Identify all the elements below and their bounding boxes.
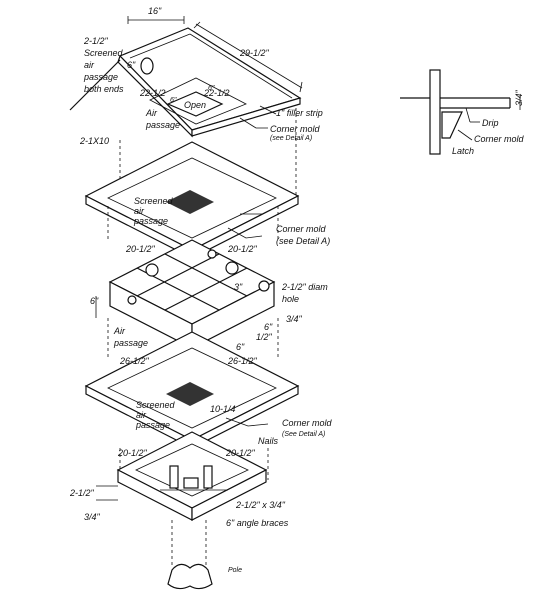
label-top-width: 16" [148, 6, 162, 16]
label-drip: Drip [482, 118, 499, 128]
label-corner-mold-a1: Corner mold [270, 124, 321, 134]
label-nails: Nails [258, 436, 279, 446]
label-screened-5: both ends [84, 84, 124, 94]
label-corner-mold-detail: Corner mold [474, 134, 525, 144]
label-corner-mold-a2: (see Detail A) [270, 135, 312, 142]
label-dim-2012-left: 20-1/2" [125, 244, 156, 254]
label-hole-diam-1: 2-1/2" diam [281, 282, 328, 292]
label-corner-mold-b1: Corner mold [276, 224, 327, 234]
label-dim-2612-left: 26-1/2" [119, 356, 150, 366]
label-latch: Latch [452, 146, 474, 156]
label-open: Open [184, 100, 206, 110]
entrance-hole [258, 280, 270, 292]
label-hole-6: 6" [127, 60, 136, 70]
entrance-hole [145, 263, 159, 277]
label-screened-low-2: air [136, 410, 147, 420]
label-2x10: 2-1X10 [79, 136, 109, 146]
label-dim-2012-left-b: 20-1/2" [117, 448, 148, 458]
label-top-length: 29-1/2" [239, 48, 270, 58]
label-air-box-1: Air [113, 326, 126, 336]
label-dim-212: 2-1/2" [69, 488, 95, 498]
label-dim-2012-right: 20-1/2" [227, 244, 258, 254]
label-angle-braces: 6" angle braces [226, 518, 289, 528]
label-dim-3: 3" [234, 282, 243, 292]
base-frame [96, 431, 268, 566]
label-dim-22-b: 22-1/2 [203, 88, 230, 98]
detail-a [400, 69, 521, 155]
pole [167, 563, 213, 590]
label-dim-22-a: 22-1/2 [139, 88, 166, 98]
label-dim-6-b: 6" [208, 85, 215, 92]
label-screened-low-1: Screened [136, 400, 176, 410]
nesting-box [95, 239, 279, 360]
label-air-top-2: passage [145, 120, 180, 130]
label-dim-1014: 10-1/4 [210, 404, 236, 414]
screened-hole [140, 57, 154, 75]
entrance-hole [127, 295, 137, 305]
entrance-hole [225, 261, 239, 275]
label-screened-mid-1: Screened [134, 196, 174, 206]
label-dim-2612-right: 26-1/2" [227, 356, 258, 366]
label-dim-212x34: 2-1/2" x 3/4" [235, 500, 286, 510]
label-dim-6-side: 6" [90, 296, 99, 306]
label-screened-low-3: passage [135, 420, 170, 430]
label-detail-34: 3/4" [514, 89, 524, 106]
label-filler-strip: 1" filler strip [276, 108, 323, 118]
label-corner-mold-c2: (See Detail A) [282, 431, 325, 438]
lower-floor-section [84, 331, 300, 480]
screen-mesh [166, 382, 214, 406]
entrance-hole [207, 249, 217, 259]
label-screened-3: air [84, 60, 95, 70]
label-dim-6-d: 6" [236, 342, 245, 352]
label-dim-2012-right-b: 20-1/2" [225, 448, 256, 458]
screen-mesh [166, 190, 214, 214]
label-pole: Pole [228, 567, 242, 574]
label-corner-mold-c1: Corner mold [282, 418, 333, 428]
label-dim-6-a: 6" [170, 97, 177, 104]
label-corner-mold-b2: (see Detail A) [276, 236, 330, 246]
label-screened-mid-2: air [134, 206, 145, 216]
label-screened-1: 2-1/2" [83, 36, 109, 46]
label-hole-diam-2: hole [282, 294, 299, 304]
roof-section [69, 16, 303, 200]
label-dim-34-b: 3/4" [84, 512, 101, 522]
label-screened-2: Screened [84, 48, 124, 58]
label-air-top-1: Air [145, 108, 158, 118]
label-screened-mid-3: passage [133, 216, 168, 226]
label-dim-12: 1/2" [256, 332, 273, 342]
label-dim-34-a: 3/4" [286, 314, 303, 324]
label-screened-4: passage [83, 72, 118, 82]
label-air-box-2: passage [113, 338, 148, 348]
label-dim-6-c: 6" [264, 322, 273, 332]
upper-floor-section [84, 141, 300, 259]
